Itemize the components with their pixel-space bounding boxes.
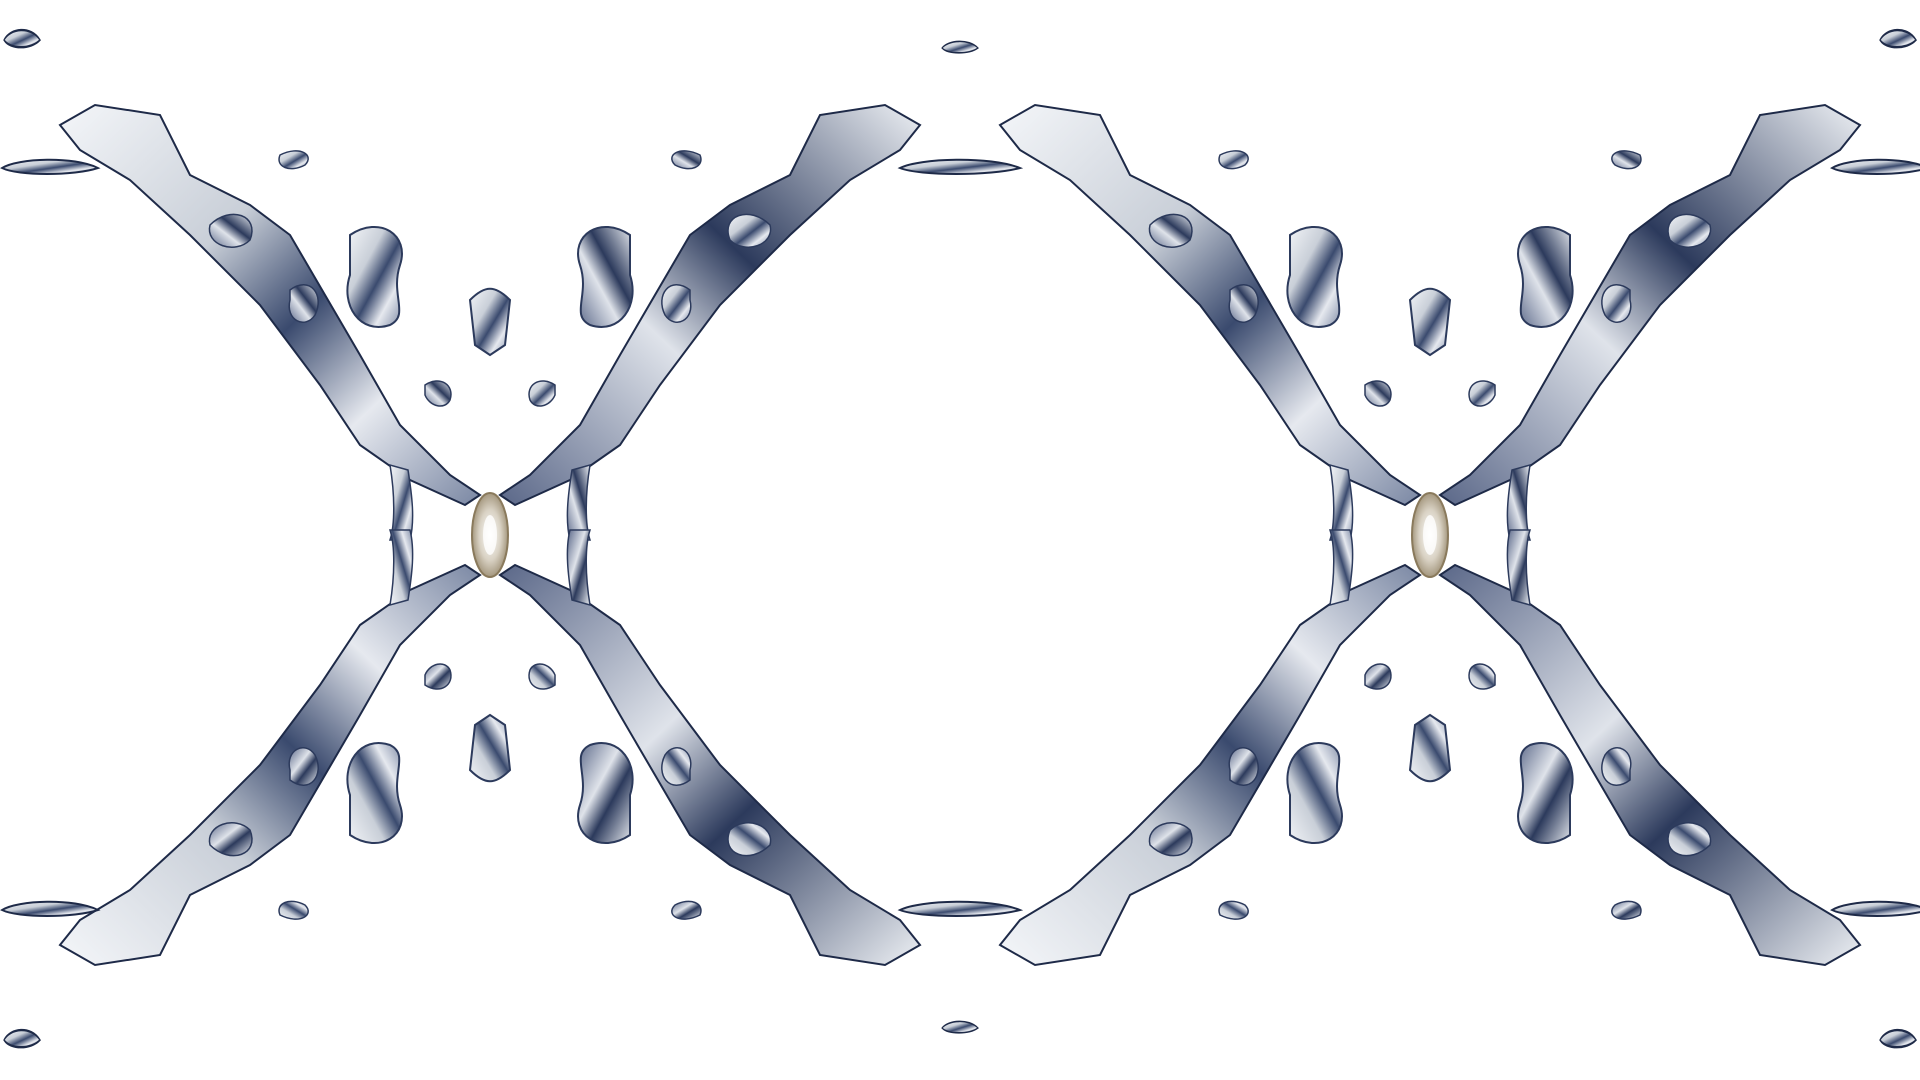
chrome-pattern-canvas — [0, 28, 1920, 1049]
